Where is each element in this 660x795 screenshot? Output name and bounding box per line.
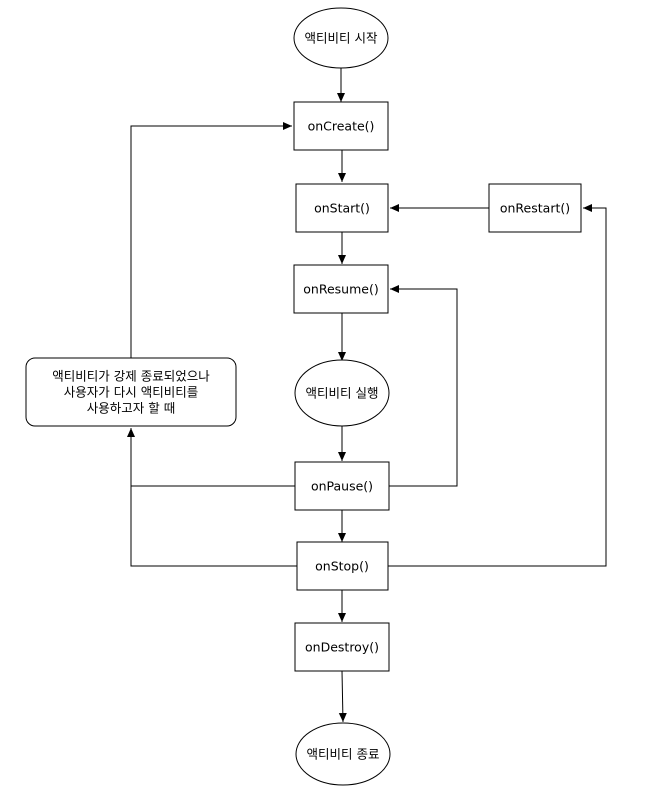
edge-onstop-to-onrestart [388, 204, 607, 567]
node-activity-end-label: 액티비티 종료 [307, 747, 380, 762]
node-onstop: onStop() [296, 541, 389, 591]
node-activity-running: 액티비티 실행 [294, 359, 390, 427]
node-activity-running-label: 액티비티 실행 [306, 386, 379, 401]
node-onstart-label: onStart() [314, 201, 370, 216]
edge-onpause-to-killed-note [127, 428, 296, 487]
node-activity-start: 액티비티 시작 [293, 7, 389, 69]
node-onpause: onPause() [294, 461, 390, 511]
node-ondestroy: onDestroy() [294, 622, 390, 672]
edge-onpause-to-onresume [389, 285, 458, 487]
node-onrestart-label: onRestart() [500, 201, 570, 216]
node-onpause-label: onPause() [311, 479, 373, 494]
note-line-1: 액티비티가 강제 종료되었으나 [52, 369, 210, 384]
note-line-2: 사용자가 다시 액티비티를 [64, 385, 198, 400]
note-line-3: 사용하고자 할 때 [87, 401, 175, 416]
node-ondestroy-label: onDestroy() [305, 640, 379, 655]
node-activity-end: 액티비티 종료 [295, 722, 391, 786]
node-onstart: onStart() [295, 183, 389, 233]
node-onstop-label: onStop() [315, 559, 369, 574]
node-onresume: onResume() [293, 264, 389, 314]
node-activity-start-label: 액티비티 시작 [305, 31, 378, 46]
node-oncreate-label: onCreate() [308, 119, 375, 134]
node-onresume-label: onResume() [303, 282, 378, 297]
edge-ondestroy-to-end [338, 670, 347, 723]
node-process-killed-note: 액티비티가 강제 종료되었으나 사용자가 다시 액티비티를 사용하고자 할 때 [25, 357, 237, 427]
edge-killed-note-to-oncreate [130, 122, 292, 358]
edge-onstop-to-killed-note [130, 486, 297, 567]
edges [127, 68, 607, 723]
node-onrestart: onRestart() [488, 183, 582, 233]
node-oncreate: onCreate() [293, 101, 389, 151]
